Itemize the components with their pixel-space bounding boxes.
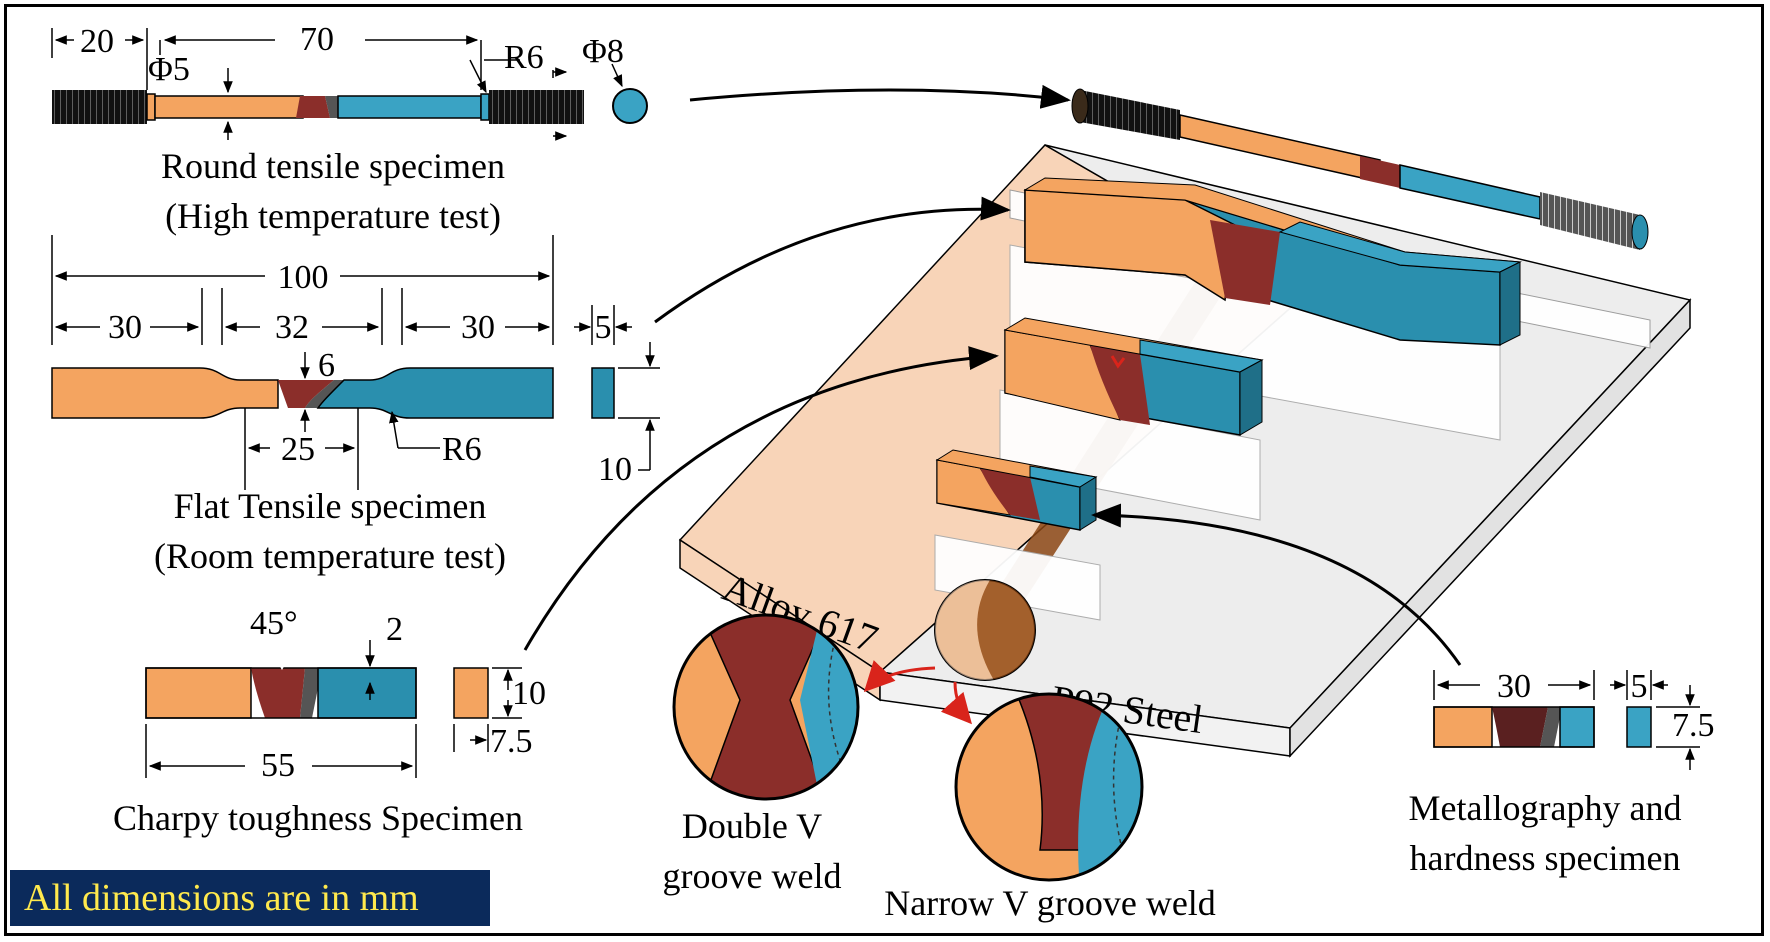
flat-cross-section [591,367,615,419]
round-tensile-subtitle: (High temperature test) [165,196,501,236]
double-v-subtitle: groove weld [663,856,842,896]
round-tensile-specimen: 20 70 Φ5 R6 Φ8 Round tensile specimen (H… [51,21,648,236]
metallography-cross-section [1626,706,1652,748]
dim-angle: 45° [250,605,298,642]
dim-notch: 2 [386,611,403,648]
units-note: All dimensions are in mm [10,870,490,926]
dim-height: 7.5 [1672,707,1715,744]
dim-total: 100 [278,259,329,296]
alloy617-section [154,95,304,119]
arrow-flat-tensile [654,196,1011,324]
red-arrow-double-v [863,660,936,693]
thread-right [489,90,584,124]
metallography-subtitle: hardness specimen [1410,838,1681,878]
arrow-round-tensile [689,84,1071,109]
round-cross-section [612,88,648,124]
charpy-title: Charpy toughness Specimen [113,798,523,838]
flat-tensile-subtitle: (Room temperature test) [154,536,506,576]
charpy-cross-section [453,667,489,719]
metallography-3d [935,449,1098,531]
arrow-charpy [523,346,999,651]
dim-length: 55 [261,747,295,784]
round-tensile-3d [1071,88,1649,250]
narrow-v-detail: Narrow V groove weld [884,692,1216,923]
narrow-v-title: Narrow V groove weld [884,883,1216,923]
dim-height: 10 [512,675,546,712]
flat-tensile-3d [1023,177,1522,346]
arrow-metallography [1091,503,1462,666]
dim-radius: R6 [442,431,482,468]
metallography-title: Metallography and [1409,788,1682,828]
dim-length: 30 [1497,668,1531,705]
dim-height: 10 [598,451,632,488]
p92-section [337,95,482,119]
flat-tensile-title: Flat Tensile specimen [174,486,487,526]
magnifier-lens [934,579,1036,681]
charpy-3d [1003,317,1264,436]
dim-right: 30 [461,309,495,346]
dim-width: 6 [318,347,335,384]
dim-left: 30 [108,309,142,346]
dim-grip: 20 [80,23,114,60]
double-v-detail: Double V groove weld [663,613,860,896]
dim-thickness: 5 [1631,668,1648,705]
flat-tensile-specimen: 100 30 32 30 5 6 25 R6 10 Flat Tensile s… [51,235,660,576]
dim-diameter: Φ5 [148,51,190,88]
charpy-specimen: 45° 2 10 7.5 55 Charpy toughness Specime… [113,605,546,838]
dim-gauge: 25 [281,431,315,468]
metallography-specimen: 30 5 7.5 Metallography and hardness spec… [1409,668,1715,878]
dim-mid: 32 [275,309,309,346]
round-tensile-title: Round tensile specimen [161,146,505,186]
dim-thickness: 5 [595,309,612,346]
dim-width: 7.5 [490,723,533,760]
dim-length: 70 [300,21,334,58]
thread-left [52,90,147,124]
double-v-title: Double V [682,806,822,846]
red-arrow-narrow-v [940,681,972,725]
dim-end-diameter: Φ8 [582,33,624,70]
dim-radius: R6 [504,39,544,76]
